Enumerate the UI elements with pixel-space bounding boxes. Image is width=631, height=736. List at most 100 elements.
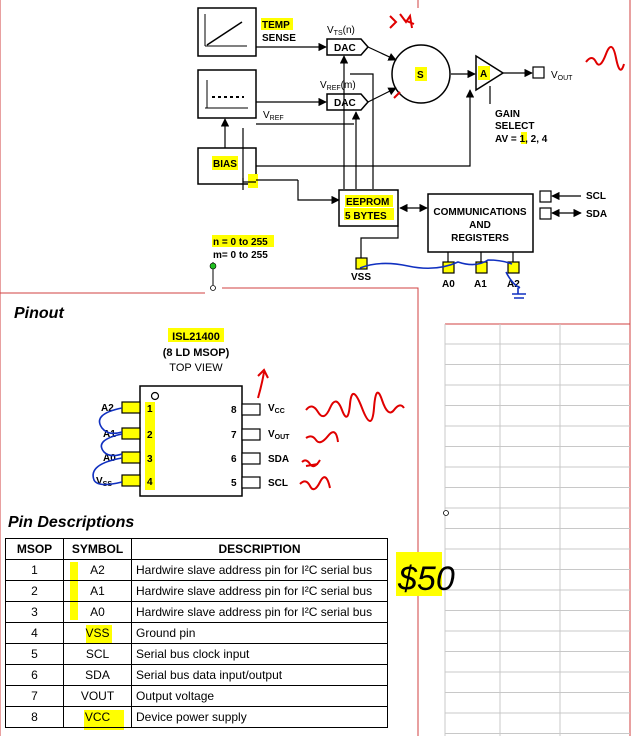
- pin-description-cell: Serial bus data input/output: [131, 664, 388, 686]
- pin-number-cell: 8: [5, 706, 64, 728]
- svg-text:VCC: VCC: [268, 403, 285, 415]
- svg-text:A: A: [480, 69, 487, 80]
- pin-description-cell: Device power supply: [131, 706, 388, 728]
- dac-bottom-label: DAC: [334, 98, 356, 109]
- svg-text:4: 4: [147, 477, 153, 488]
- svg-text:A2: A2: [101, 403, 114, 414]
- svg-text:BIAS: BIAS: [213, 159, 237, 170]
- svg-text:A1: A1: [103, 429, 116, 440]
- vts-label: VTS(n): [327, 25, 355, 37]
- pin-symbol-cell: SDA: [63, 664, 132, 686]
- chip-name: ISL21400: [172, 331, 220, 343]
- svg-text:2: 2: [147, 430, 153, 441]
- vref-block: VREF: [197, 69, 284, 122]
- svg-text:A0: A0: [103, 453, 116, 464]
- price-annotation: $50: [396, 510, 455, 598]
- chip-package: (8 LD MSOP): [163, 347, 230, 359]
- dac-bottom: VREF(m) DAC: [320, 80, 369, 111]
- pin-symbol-cell: VOUT: [63, 685, 132, 707]
- pin-number-cell: 6: [5, 664, 64, 686]
- svg-text:6: 6: [231, 454, 237, 465]
- pin-description-cell: Hardwire slave address pin for I²C seria…: [131, 559, 388, 581]
- svg-text:S: S: [417, 70, 424, 81]
- sense-label: SENSE: [262, 33, 296, 44]
- pin-number-cell: 5: [5, 643, 64, 665]
- pin-description-cell: Ground pin: [131, 622, 388, 644]
- pin-description-cell: Serial bus clock input: [131, 643, 388, 665]
- pin-number-cell: 2: [5, 580, 64, 602]
- svg-text:n = 0 to 255: n = 0 to 255: [213, 237, 268, 248]
- range-note: n = 0 to 255 m= 0 to 255: [209, 235, 274, 291]
- pin-number-cell: 3: [5, 601, 64, 623]
- svg-text:COMMUNICATIONS: COMMUNICATIONS: [433, 207, 526, 218]
- svg-text:8: 8: [231, 405, 237, 416]
- dac-top: VTS(n) DAC: [326, 25, 369, 56]
- spreadsheet-rows: [445, 343, 630, 734]
- svg-text:m= 0 to 255: m= 0 to 255: [213, 250, 268, 261]
- svg-text:VSS: VSS: [351, 272, 371, 283]
- dac-top-label: DAC: [334, 43, 356, 54]
- pin-symbol-cell: A0: [63, 601, 132, 623]
- header-symbol: SYMBOL: [63, 538, 132, 560]
- svg-text:EEPROM: EEPROM: [346, 197, 389, 208]
- spreadsheet-grid: [444, 323, 630, 736]
- svg-text:1: 1: [147, 404, 153, 415]
- pin-number-cell: 4: [5, 622, 64, 644]
- svg-text:AND: AND: [469, 220, 491, 231]
- address-pins: VSS A0 A1 A2: [351, 257, 520, 290]
- pin-symbol-cell: VCC: [63, 706, 132, 728]
- temp-sense-block: TEMP SENSE: [197, 7, 296, 57]
- svg-text:SDA: SDA: [586, 209, 607, 220]
- pin-description-cell: Output voltage: [131, 685, 388, 707]
- price-text: $50: [397, 560, 455, 598]
- svg-text:SCL: SCL: [268, 478, 288, 489]
- communications-block: COMMUNICATIONS AND REGISTERS SCL SDA: [427, 190, 607, 253]
- svg-text:SELECT: SELECT: [495, 121, 534, 132]
- svg-text:VOUT: VOUT: [268, 429, 290, 441]
- svg-text:3: 3: [147, 454, 153, 465]
- header-msop: MSOP: [5, 538, 64, 560]
- svg-text:SCL: SCL: [586, 191, 606, 202]
- svg-text:7: 7: [231, 430, 237, 441]
- chip-body: [139, 385, 243, 497]
- handwritten-red: [257, 13, 625, 491]
- handwritten-blue: [92, 259, 526, 486]
- pin-symbol-cell: A2: [63, 559, 132, 581]
- svg-text:A2: A2: [507, 279, 520, 290]
- svg-text:5 BYTES: 5 BYTES: [345, 211, 387, 222]
- vout-label: VOUT: [551, 70, 573, 82]
- pin-symbol-cell: SCL: [63, 643, 132, 665]
- svg-text:VSS: VSS: [96, 476, 112, 488]
- svg-text:SDA: SDA: [268, 454, 289, 465]
- temp-label: TEMP: [262, 20, 290, 31]
- svg-text:GAIN: GAIN: [495, 109, 520, 120]
- pinout-title: Pinout: [14, 305, 64, 322]
- svg-text:REGISTERS: REGISTERS: [451, 233, 509, 244]
- pin-number-cell: 7: [5, 685, 64, 707]
- vref-label: VREF: [263, 110, 284, 122]
- svg-text:AV = 1, 2, 4: AV = 1, 2, 4: [495, 134, 548, 145]
- pin-descriptions-title: Pin Descriptions: [8, 514, 134, 531]
- amplifier: A VOUT: [475, 54, 573, 92]
- right-pins: 8 7 6 5 VCC VOUT SDA SCL: [231, 403, 290, 489]
- pin-symbol-cell: VSS: [63, 622, 132, 644]
- bias-block: BIAS: [197, 147, 258, 188]
- header-description: DESCRIPTION: [131, 538, 388, 560]
- pin-symbol-cell: A1: [63, 580, 132, 602]
- gain-select: GAIN SELECT AV = 1, 2, 4: [495, 109, 548, 145]
- svg-text:A0: A0: [442, 279, 455, 290]
- pinout-section: Pinout ISL21400 (8 LD MSOP) TOP VIEW 1 2…: [8, 305, 290, 531]
- pin-description-cell: Hardwire slave address pin for I²C seria…: [131, 601, 388, 623]
- table-header-row: MSOP SYMBOL DESCRIPTION: [5, 538, 388, 560]
- pin-number-cell: 1: [5, 559, 64, 581]
- left-pins: 1 2 3 4 A2 A1 A0 VSS: [96, 401, 155, 490]
